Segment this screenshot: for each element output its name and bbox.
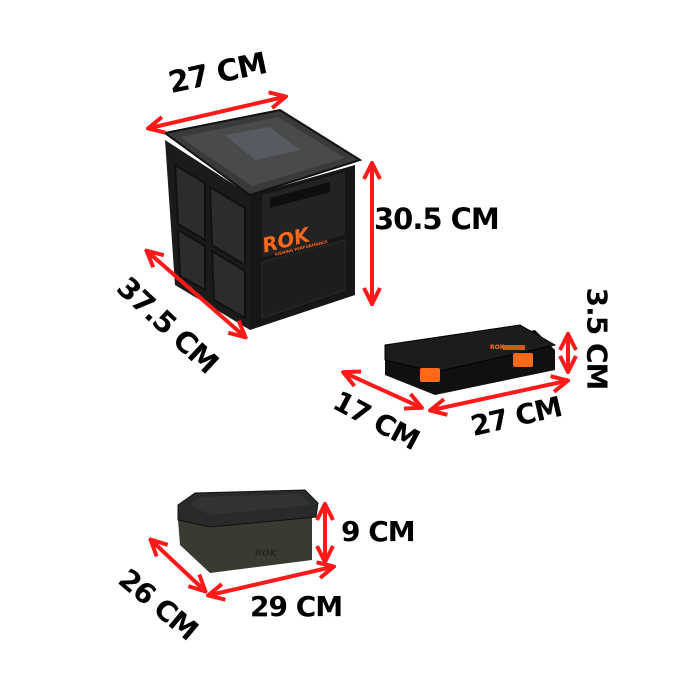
bait-bucket-image xyxy=(177,489,319,573)
width-arrow xyxy=(150,97,284,128)
depth-arrow xyxy=(148,252,244,336)
crate-height-label: 30.5 CM xyxy=(374,202,500,236)
bucket-depth-arrow xyxy=(152,541,204,590)
tray-height-label: 3.5 CM xyxy=(580,287,614,390)
tackle-tray-image xyxy=(384,324,557,395)
bucket-width-label: 29 CM xyxy=(250,590,343,623)
tray-depth-arrow xyxy=(345,373,420,407)
tray-brand-logo: ROK xyxy=(490,344,505,351)
bucket-height-label: 9 CM xyxy=(341,515,416,548)
bucket-brand-logo: ROK xyxy=(255,549,278,559)
bucket-width-arrow xyxy=(210,567,332,595)
large-crate-image xyxy=(162,108,363,330)
tray-width-arrow xyxy=(432,381,566,410)
